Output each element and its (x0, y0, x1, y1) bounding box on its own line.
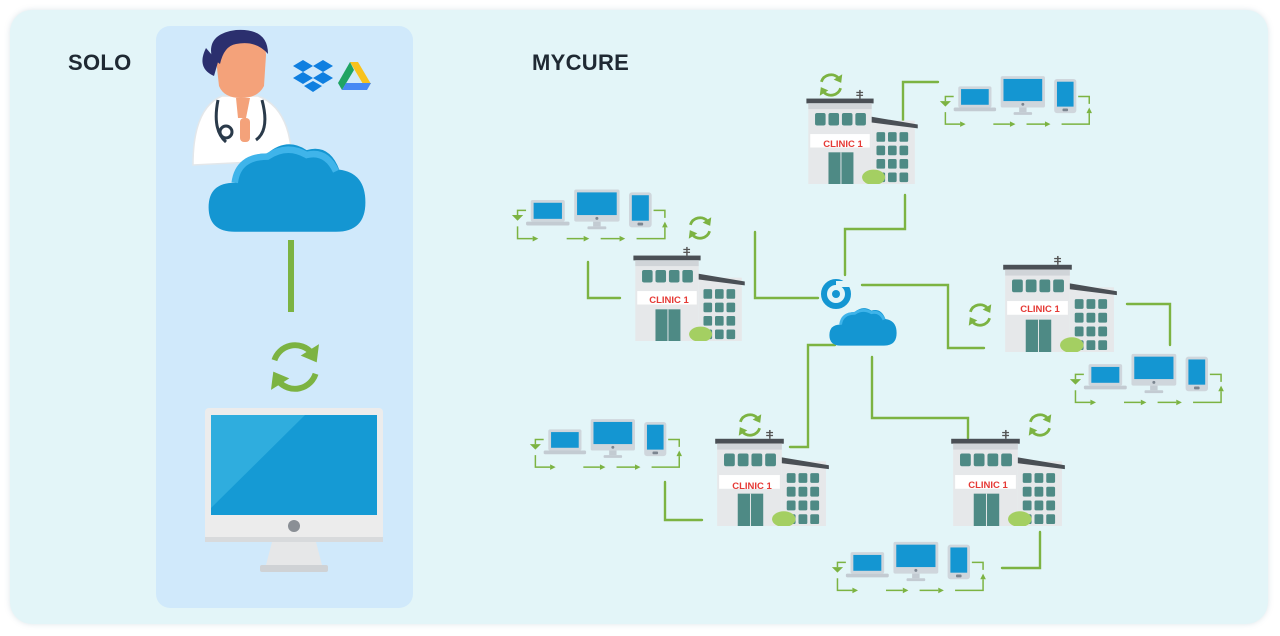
mycure-hub (821, 279, 899, 347)
clinic-label: CLINIC 1 (823, 139, 863, 150)
solo-connector-line (288, 240, 294, 312)
sync-icon (271, 344, 319, 390)
clinic-node: CLINIC 1 (967, 255, 1117, 352)
device-group (831, 541, 987, 595)
clinic-node: CLINIC 1 (633, 215, 745, 341)
clinic-building-icon (715, 429, 829, 526)
device-group (529, 418, 683, 471)
clinic-building-icon (951, 429, 1065, 526)
dropbox-icon (293, 60, 333, 92)
mycure-logo-icon (821, 279, 851, 309)
mycure-section: CLINIC 1 CLINIC 1 CLINIC 1 CLINIC 1 CLIN… (511, 72, 1225, 595)
clinic-node: CLINIC 1 (715, 412, 829, 526)
device-group (939, 75, 1093, 128)
solo-title: SOLO (68, 50, 132, 75)
google-drive-icon (338, 62, 371, 90)
sync-icon (737, 412, 763, 438)
cloud-icon (827, 306, 899, 347)
sync-icon (818, 72, 844, 98)
clinic-label: CLINIC 1 (968, 480, 1008, 491)
sync-icon (1027, 412, 1053, 438)
device-group (511, 188, 669, 243)
device-group (1069, 353, 1225, 407)
clinic-label: CLINIC 1 (732, 481, 772, 492)
doctor-avatar (192, 29, 293, 166)
solo-section (192, 29, 383, 572)
sync-icon (687, 215, 713, 241)
clinic-label: CLINIC 1 (649, 295, 689, 306)
clinic-node: CLINIC 1 (806, 72, 918, 184)
clinic-building-icon (806, 89, 918, 184)
connection-lines (586, 80, 1172, 570)
mycure-title: MYCURE (532, 50, 630, 75)
sync-icon (967, 302, 993, 328)
clinic-node: CLINIC 1 (951, 412, 1065, 526)
desktop-monitor-icon (205, 408, 383, 572)
clinic-label: CLINIC 1 (1020, 304, 1060, 315)
